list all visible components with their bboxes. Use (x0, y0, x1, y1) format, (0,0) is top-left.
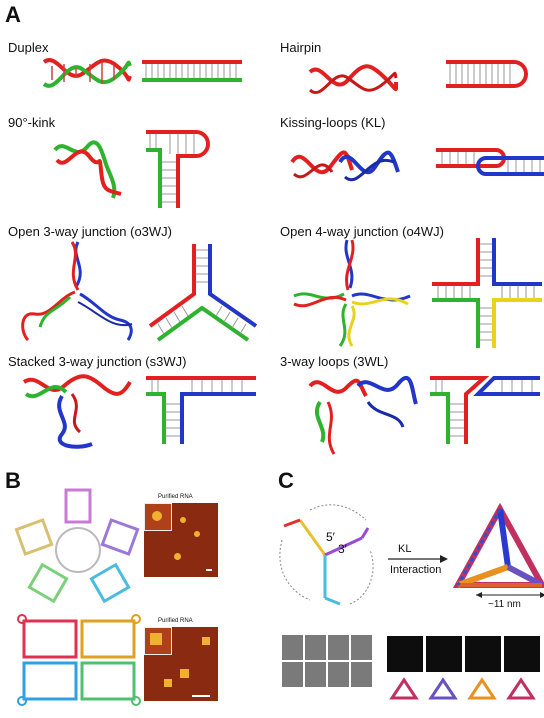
o3wj-3d-structure (21, 241, 133, 342)
em-reconstruction-4 (504, 636, 540, 672)
micrograph-caption-bottom: Purified RNA (158, 618, 193, 624)
kink-3d-structure (53, 140, 122, 199)
label-hairpin: Hairpin (280, 40, 322, 55)
micrograph-caption-top: Purified RNA (158, 494, 193, 500)
afm-micrograph-bottom (144, 627, 218, 701)
em-image-8 (351, 662, 372, 687)
hairpin-3d-structure (308, 64, 399, 94)
o4wj-schematic (432, 238, 542, 348)
em-image-3 (328, 635, 349, 660)
o3wj-schematic (148, 244, 258, 342)
o4wj-3d-structure (293, 239, 411, 347)
duplex-3d-structure (42, 58, 132, 88)
s3wj-schematic (146, 376, 256, 444)
em-reconstruction-models (389, 677, 536, 700)
square-lattice-schematic (17, 614, 141, 706)
kissing-loops-schematic (436, 148, 544, 176)
arrow-label-bottom: Interaction (390, 564, 442, 576)
label-o4wj: Open 4-way junction (o4WJ) (280, 224, 445, 239)
pentagon-nanoring-schematic (14, 488, 140, 604)
label-90-kink: 90°-kink (8, 115, 56, 130)
panel-letter-c: C (278, 468, 294, 493)
reaction-arrow (388, 555, 448, 563)
scale-label: ~11 nm (488, 599, 521, 610)
afm-micrograph-top (144, 503, 218, 577)
3wl-schematic (430, 376, 540, 444)
duplex-schematic (142, 60, 242, 82)
s3wj-3d-structure (22, 374, 132, 449)
em-reconstruction-2 (426, 636, 462, 672)
em-image-6 (305, 662, 326, 687)
label-s3wj: Stacked 3-way junction (s3WJ) (8, 354, 187, 369)
em-image-4 (351, 635, 372, 660)
hairpin-schematic (446, 60, 528, 88)
em-reconstruction-3 (465, 636, 501, 672)
tetrahedron-3d-structure (452, 502, 544, 588)
scale-bar-arrows (476, 592, 544, 598)
arrow-label-top: KL (398, 543, 412, 555)
three-prime-label: 3′ (338, 542, 347, 556)
em-image-1 (282, 635, 303, 660)
em-image-2 (305, 635, 326, 660)
kink-schematic (146, 130, 210, 208)
label-duplex: Duplex (8, 40, 49, 55)
3wl-3d-structure (308, 375, 418, 455)
label-kissing-loops: Kissing-loops (KL) (280, 115, 386, 130)
label-o3wj: Open 3-way junction (o3WJ) (8, 224, 173, 239)
tetrahedron-strand-schematic (279, 504, 374, 606)
panel-letter-a: A (5, 2, 21, 27)
panel-letter-b: B (5, 468, 21, 493)
five-prime-label: 5′ (326, 530, 335, 544)
kissing-loops-3d-structure (290, 150, 400, 181)
em-image-5 (282, 662, 303, 687)
em-image-7 (328, 662, 349, 687)
label-3wl: 3-way loops (3WL) (280, 354, 389, 369)
em-reconstruction-1 (387, 636, 423, 672)
